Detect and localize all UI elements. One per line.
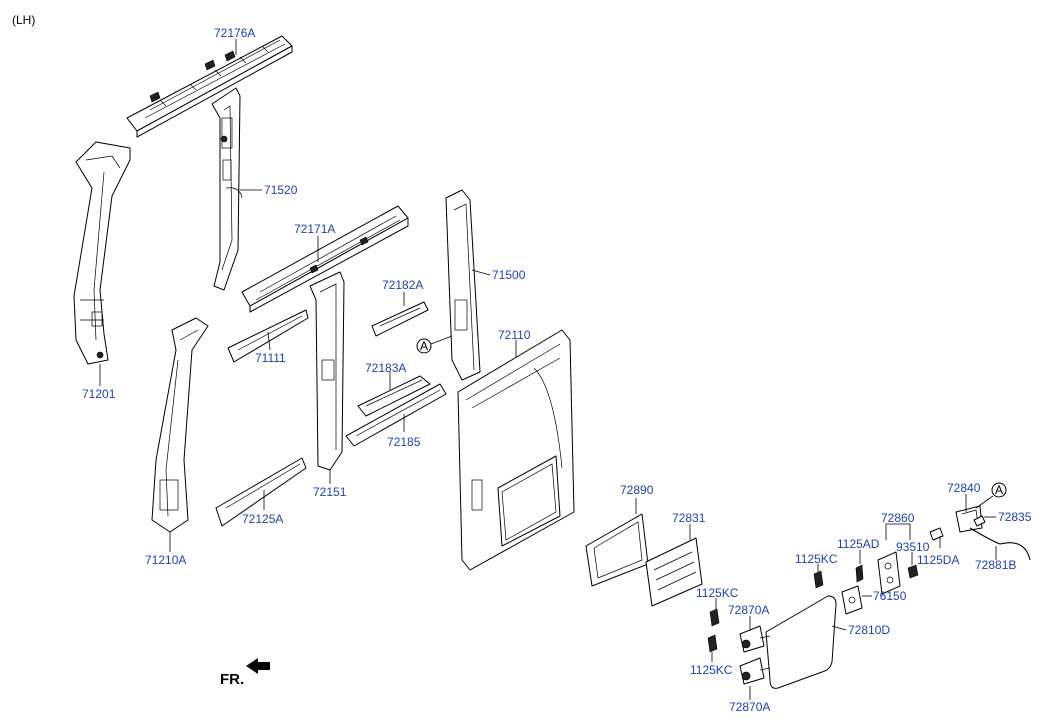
part-1125AD[interactable] bbox=[855, 564, 864, 583]
part-72870A-top[interactable] bbox=[739, 625, 771, 653]
label-72881B[interactable]: 72881B bbox=[975, 558, 1016, 572]
label-1125KC-bot[interactable]: 1125KC bbox=[690, 663, 733, 677]
label-93510[interactable]: 93510 bbox=[896, 540, 930, 554]
label-71201[interactable]: 71201 bbox=[82, 387, 116, 401]
label-72125A[interactable]: 72125A bbox=[242, 512, 283, 526]
label-72171A[interactable]: 72171A bbox=[294, 222, 335, 236]
part-72182A[interactable] bbox=[371, 301, 429, 337]
label-72840[interactable]: 72840 bbox=[947, 481, 981, 495]
label-71111[interactable]: 71111 bbox=[255, 351, 286, 365]
part-76150[interactable] bbox=[841, 585, 863, 615]
svg-text:FR.: FR. bbox=[220, 671, 244, 688]
label-72835[interactable]: 72835 bbox=[998, 510, 1032, 524]
label-72185[interactable]: 72185 bbox=[387, 435, 421, 449]
label-72183A[interactable]: 72183A bbox=[365, 361, 406, 375]
part-71201[interactable] bbox=[73, 141, 131, 365]
reference-marker-a-right: A bbox=[991, 482, 1007, 498]
part-72185[interactable] bbox=[345, 383, 447, 447]
part-72835[interactable] bbox=[973, 515, 986, 527]
label-72176A[interactable]: 72176A bbox=[214, 26, 255, 40]
front-arrow-icon bbox=[246, 658, 270, 674]
part-1125DA[interactable] bbox=[929, 527, 944, 541]
part-72171A[interactable] bbox=[241, 205, 409, 313]
part-71111[interactable] bbox=[227, 309, 309, 363]
label-71500[interactable]: 71500 bbox=[492, 268, 526, 282]
part-72183A[interactable] bbox=[357, 375, 431, 417]
part-72831[interactable] bbox=[645, 537, 703, 607]
svg-text:A: A bbox=[995, 483, 1003, 497]
part-93510[interactable] bbox=[907, 564, 919, 579]
label-76150[interactable]: 76150 bbox=[873, 589, 907, 603]
label-72860[interactable]: 72860 bbox=[881, 511, 915, 525]
label-72890[interactable]: 72890 bbox=[620, 483, 654, 497]
label-72151[interactable]: 72151 bbox=[313, 485, 347, 499]
label-1125KC-top[interactable]: 1125KC bbox=[795, 552, 838, 566]
part-72125A[interactable] bbox=[215, 457, 307, 527]
part-1125KC-top[interactable] bbox=[813, 570, 824, 589]
label-72870A-bot[interactable]: 72870A bbox=[729, 700, 770, 714]
part-71520[interactable] bbox=[211, 87, 243, 291]
label-1125AD[interactable]: 1125AD bbox=[837, 537, 880, 551]
label-72810D[interactable]: 72810D bbox=[848, 623, 890, 637]
part-72860[interactable] bbox=[877, 551, 901, 595]
part-1125KC-mid[interactable] bbox=[709, 608, 720, 627]
front-direction-marker: FR. bbox=[220, 658, 270, 688]
side-indicator: (LH) bbox=[12, 13, 35, 27]
part-72176A[interactable] bbox=[126, 35, 293, 138]
part-72151[interactable] bbox=[309, 271, 345, 471]
part-72810D[interactable] bbox=[765, 595, 837, 689]
part-72110[interactable] bbox=[457, 329, 575, 571]
label-71520[interactable]: 71520 bbox=[264, 183, 298, 197]
part-72881B[interactable] bbox=[969, 527, 1031, 561]
label-72110[interactable]: 72110 bbox=[498, 328, 531, 342]
label-1125KC-mid[interactable]: 1125KC bbox=[696, 586, 739, 600]
label-72182A[interactable]: 72182A bbox=[382, 278, 423, 292]
label-71210A[interactable]: 71210A bbox=[145, 553, 186, 567]
part-71210A[interactable] bbox=[151, 317, 209, 533]
part-72890[interactable] bbox=[585, 513, 649, 587]
part-72870A-bot[interactable] bbox=[739, 657, 771, 685]
reference-marker-a-left: A bbox=[416, 338, 432, 354]
label-72870A-top[interactable]: 72870A bbox=[728, 603, 769, 617]
svg-text:A: A bbox=[420, 339, 428, 353]
label-1125DA[interactable]: 1125DA bbox=[917, 553, 959, 567]
part-71500[interactable] bbox=[445, 189, 481, 381]
part-1125KC-bot[interactable] bbox=[707, 634, 718, 653]
label-72831[interactable]: 72831 bbox=[672, 511, 706, 525]
